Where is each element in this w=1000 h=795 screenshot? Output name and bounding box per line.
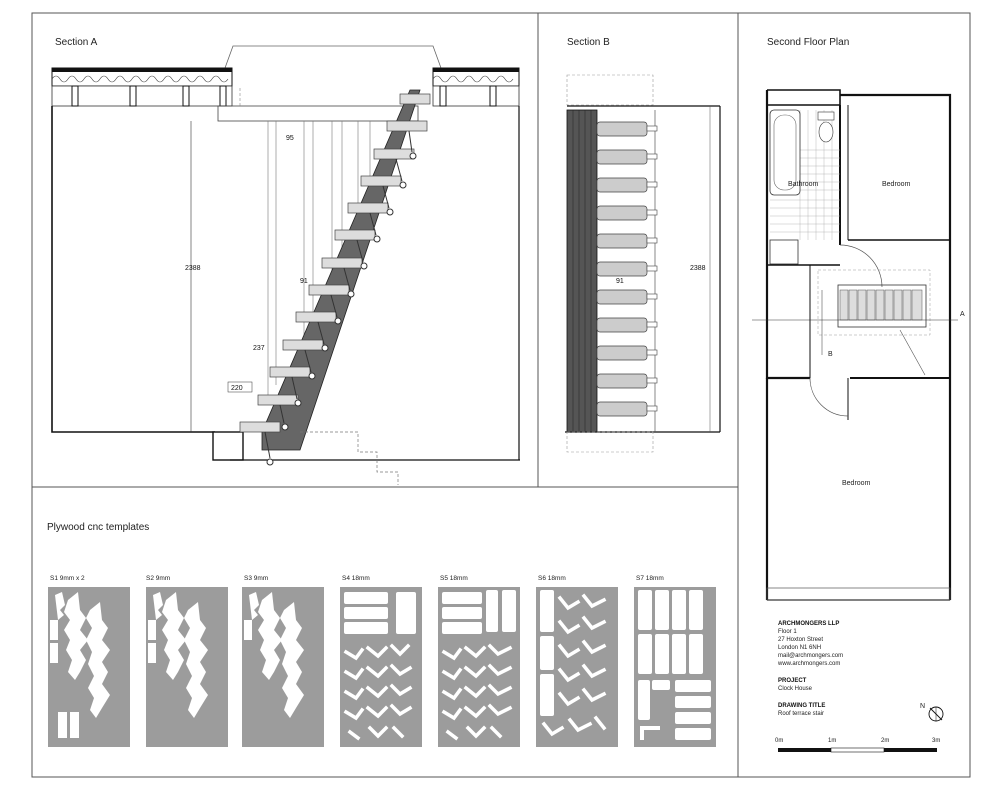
section-b: Section B	[565, 37, 721, 453]
bathroom-tiles	[770, 110, 840, 240]
drawing-title-heading: DRAWING TITLE	[778, 703, 825, 709]
marker-b: B	[828, 351, 833, 358]
balustrade-rods	[267, 121, 371, 400]
marker-a: A	[960, 311, 965, 318]
dim-landing: 95	[286, 135, 294, 142]
insulation-right	[432, 75, 514, 83]
sheet-frame	[31, 12, 971, 778]
templates-title: Plywood cnc templates	[47, 522, 149, 533]
room-bedroom-upper: Bedroom	[882, 181, 911, 188]
bathtub-inner	[773, 114, 797, 191]
dashed-floor-below	[300, 431, 399, 485]
basin	[769, 239, 799, 265]
stringer-cutouts	[50, 592, 304, 738]
roof-membrane-left	[52, 68, 232, 72]
joist-left-3	[182, 85, 190, 107]
dim-riser: 237	[253, 345, 265, 352]
room-bedroom-lower: Bedroom	[842, 480, 871, 487]
stair-treads	[239, 93, 431, 433]
scale-2: 2m	[881, 738, 889, 744]
section-b-floor-dashed	[566, 431, 654, 453]
company-name: ARCHMONGERS LLP	[778, 621, 839, 627]
roof-hatch-outline	[224, 45, 442, 69]
section-a-floor-left	[51, 106, 215, 433]
cnc-templates: Plywood cnc templates S1 9mm x 2 S2 9mm …	[47, 522, 716, 747]
joist-left-1	[71, 85, 79, 107]
joist-zone-right	[432, 85, 520, 107]
section-b-stringer-hatch	[572, 110, 592, 432]
section-b-treads	[596, 121, 648, 417]
scale-0: 0m	[775, 738, 783, 744]
scale-3: 3m	[932, 738, 940, 744]
address-line-3: London N1 6NH	[778, 645, 821, 651]
tread-brackets	[264, 130, 417, 466]
plan-window-bottom	[766, 587, 951, 601]
bracket-arm-cutouts	[343, 593, 607, 741]
s7-parts	[638, 590, 711, 740]
plan-hatch-outline	[817, 269, 931, 336]
joist-right-1	[439, 85, 447, 107]
plan-stair-treads	[839, 289, 923, 321]
wc-bowl	[818, 121, 834, 143]
roof-membrane-right	[433, 68, 519, 72]
joist-right-2	[489, 85, 497, 107]
dim-tread-box	[227, 381, 253, 393]
plan-stair-rail	[899, 329, 926, 376]
plan-title: Second Floor Plan	[767, 37, 849, 48]
north-label: N	[920, 703, 925, 710]
s5-parts	[442, 590, 516, 634]
project-heading: PROJECT	[778, 678, 807, 684]
plan-wall-top-right	[840, 93, 952, 600]
bedroom-door-swing	[809, 377, 849, 417]
section-b-brackets	[646, 125, 658, 412]
plan-wall-top-left	[767, 89, 841, 106]
template-label-s5: S5 18mm	[440, 575, 468, 582]
scale-1: 1m	[828, 738, 836, 744]
scale-bar	[778, 747, 937, 753]
bathroom-door-swing	[839, 244, 883, 288]
section-b-dim-height: 2388	[690, 265, 706, 272]
address-line-1: Floor 1	[778, 629, 797, 635]
plan-stair-void	[837, 284, 927, 328]
room-bathroom: Bathroom	[788, 181, 819, 188]
project-name: Clock House	[778, 686, 813, 692]
dim-tread: 220	[231, 385, 243, 392]
address-website: www.archmongers.com	[777, 661, 840, 667]
section-b-dim-going: 91	[616, 278, 624, 285]
ceiling-opening	[217, 105, 419, 122]
address-line-2: 27 Hoxton Street	[778, 637, 823, 643]
template-label-s1: S1 9mm x 2	[50, 575, 85, 582]
template-label-s2: S2 9mm	[146, 575, 170, 582]
dim-going: 91	[300, 278, 308, 285]
section-b-stringer	[566, 109, 598, 433]
section-b-roof-dashed	[566, 74, 654, 106]
insulation-left	[51, 75, 229, 83]
template-label-s4: S4 18mm	[342, 575, 370, 582]
title-block: ARCHMONGERS LLP Floor 1 27 Hoxton Street…	[775, 621, 944, 753]
template-label-s3: S3 9mm	[244, 575, 268, 582]
s4-parts	[344, 592, 416, 634]
template-label-s7: S7 18mm	[636, 575, 664, 582]
bathtub	[769, 109, 801, 196]
drawing-title: Roof terrace stair	[778, 711, 824, 717]
floor-plan: Second Floor Plan	[752, 37, 965, 601]
wc-cistern	[817, 111, 835, 121]
address-email: mail@archmongers.com	[778, 653, 843, 659]
dim-height: 2388	[185, 265, 201, 272]
joist-zone-left	[51, 85, 233, 107]
floor-slab-step	[212, 431, 244, 461]
section-a-title: Section A	[55, 37, 98, 48]
section-a: Section A 2388	[51, 37, 520, 485]
joist-left-2	[129, 85, 137, 107]
s6-parts	[540, 590, 554, 716]
north-arrow-icon	[928, 706, 944, 722]
section-b-title: Section B	[567, 37, 610, 48]
template-label-s6: S6 18mm	[538, 575, 566, 582]
